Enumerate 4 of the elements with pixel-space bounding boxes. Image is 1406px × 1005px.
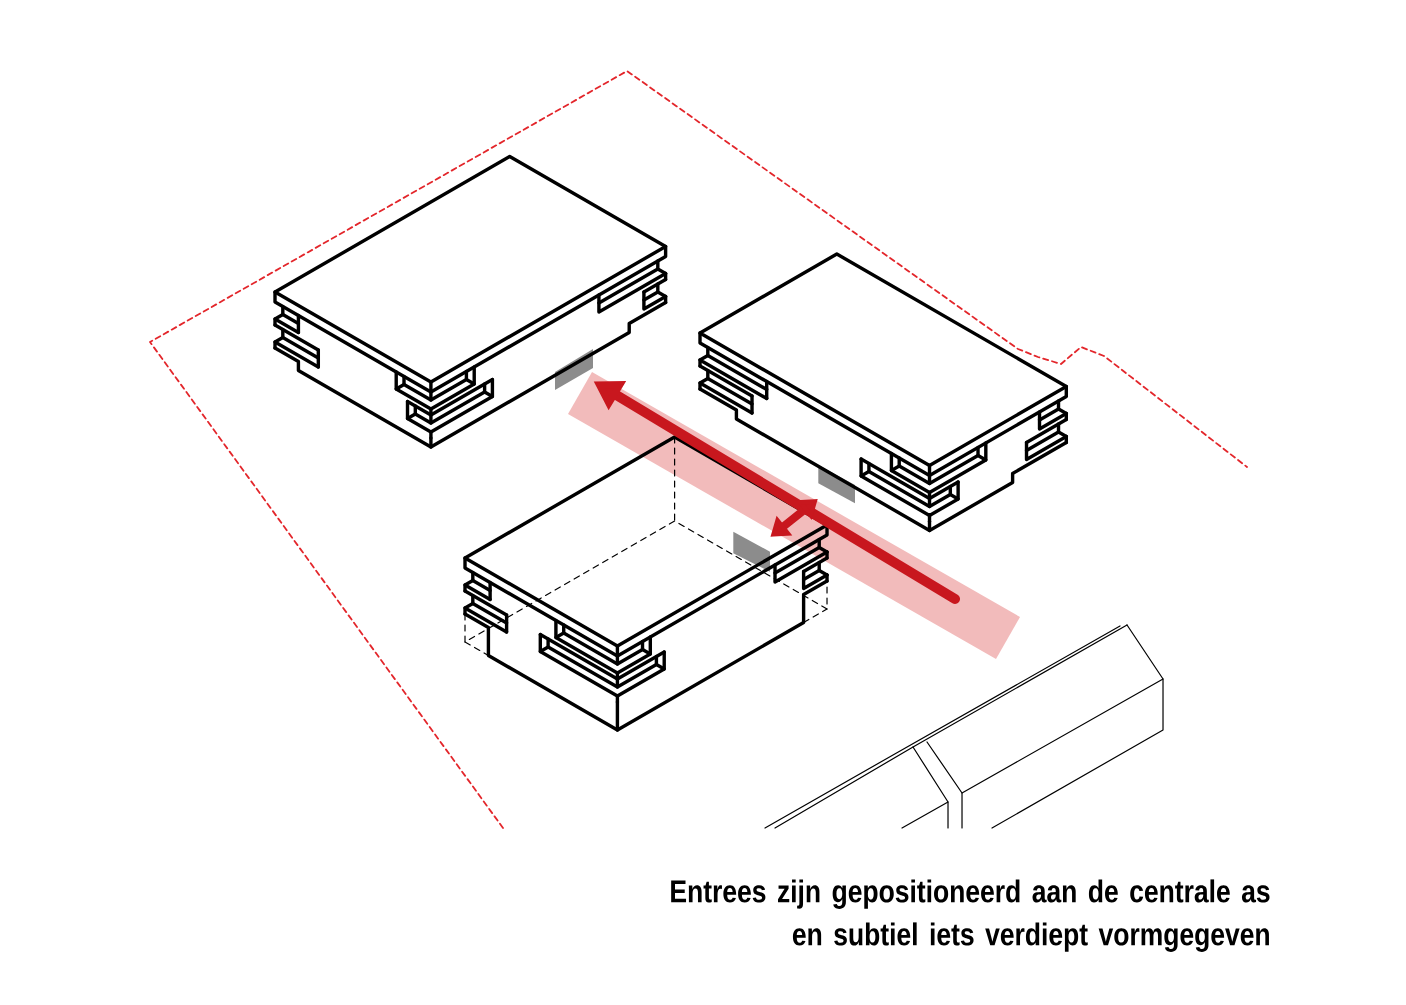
caption: Entrees zijn gepositioneerd aan de centrale as en subtiel iets verdiept vormgegeven — [671, 879, 1270, 952]
entrance-patch — [555, 349, 593, 390]
entrance-patch — [818, 465, 855, 504]
entrance-patch — [733, 531, 770, 572]
